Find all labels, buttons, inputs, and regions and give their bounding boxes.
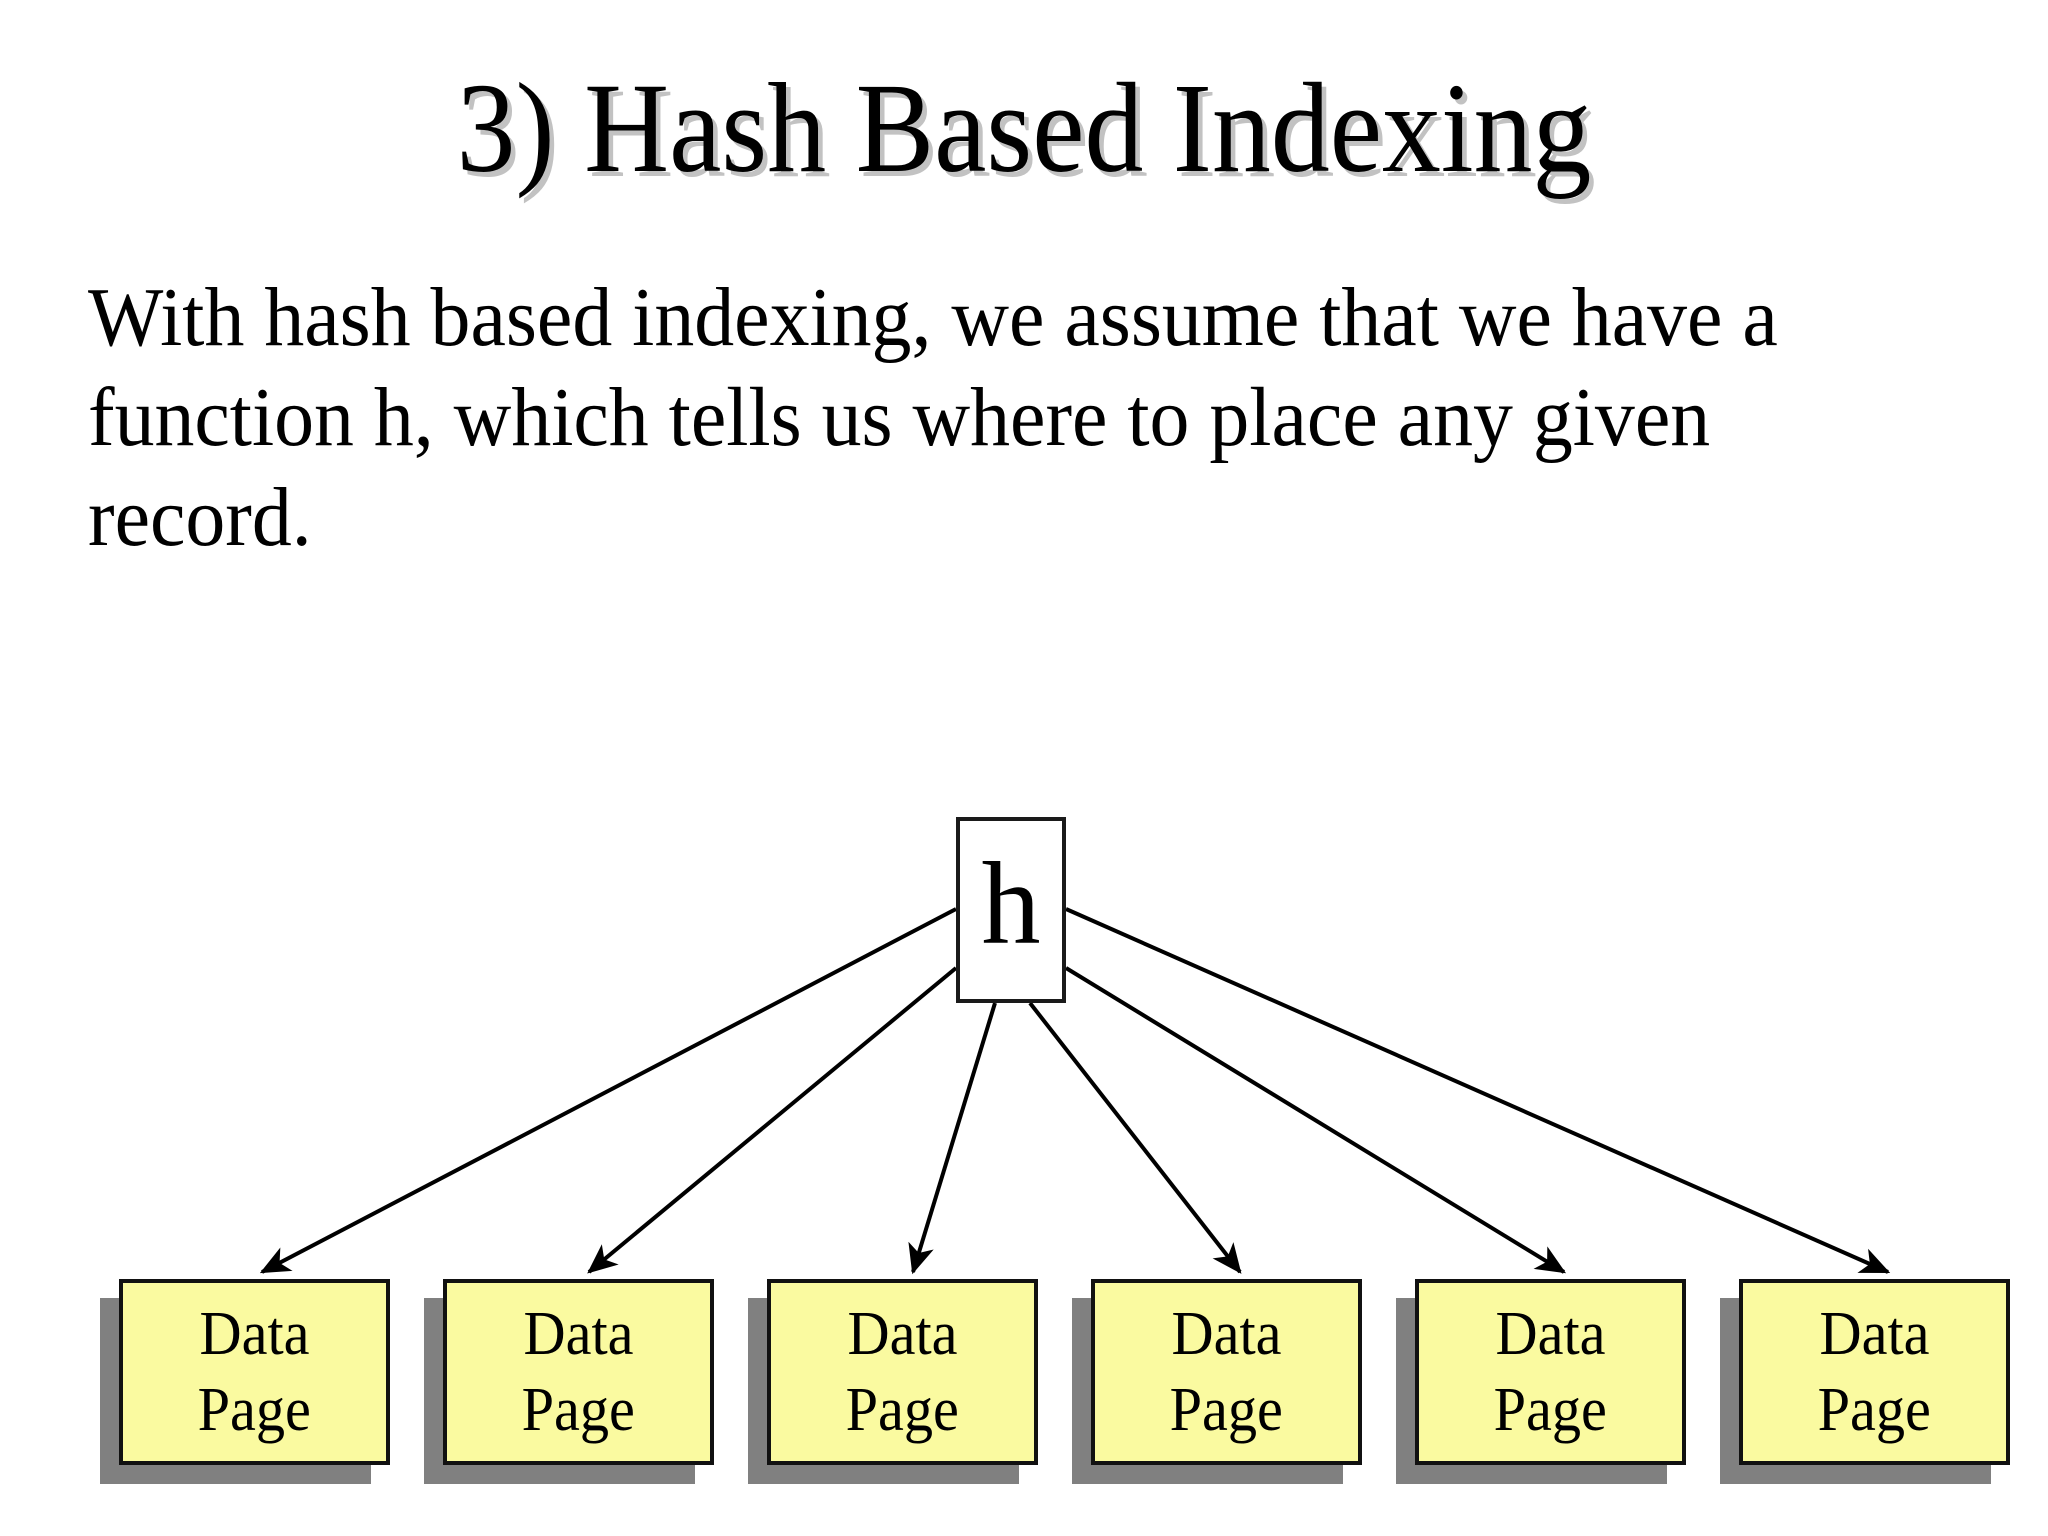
edge-to-page-6: [1065, 907, 1891, 1274]
data-page-face: Data Page: [1415, 1279, 1686, 1465]
data-page-label-line2: Page: [521, 1376, 636, 1444]
data-page-label-line1: Data: [1495, 1300, 1606, 1368]
data-page-face: Data Page: [1091, 1279, 1362, 1465]
data-page-label-line2: Page: [1169, 1376, 1284, 1444]
data-page-box-6[interactable]: Data Page: [1720, 1279, 2010, 1484]
data-page-box-3[interactable]: Data Page: [748, 1279, 1038, 1484]
data-page-label-line2: Page: [197, 1376, 312, 1444]
data-page-box-4[interactable]: Data Page: [1072, 1279, 1362, 1484]
edge-to-page-3: [908, 1002, 997, 1275]
data-page-face: Data Page: [443, 1279, 714, 1465]
data-page-label-line1: Data: [847, 1300, 958, 1368]
hash-function-node[interactable]: h: [956, 817, 1066, 1003]
data-page-label-line2: Page: [845, 1376, 960, 1444]
data-page-face: Data Page: [1739, 1279, 2010, 1465]
body-paragraph: With hash based indexing, we assume that…: [88, 268, 1893, 568]
data-page-box-2[interactable]: Data Page: [424, 1279, 714, 1484]
edge-to-page-5: [1064, 966, 1567, 1274]
data-page-face: Data Page: [767, 1279, 1038, 1465]
data-page-label-line2: Page: [1817, 1376, 1932, 1444]
data-page-box-1[interactable]: Data Page: [100, 1279, 390, 1484]
edge-to-page-4: [1028, 1001, 1242, 1274]
edge-to-page-2: [587, 966, 958, 1274]
data-page-label-line2: Page: [1493, 1376, 1608, 1444]
body-line-1: With hash based indexing, we assume that…: [88, 271, 1778, 364]
data-page-label-line1: Data: [1171, 1300, 1282, 1368]
hash-function-label: h: [981, 838, 1041, 969]
edge-to-page-1: [259, 907, 957, 1274]
data-page-face: Data Page: [119, 1279, 390, 1465]
data-page-label-line1: Data: [1819, 1300, 1930, 1368]
data-page-label-line1: Data: [523, 1300, 634, 1368]
body-line-2: function h, which tells us where to plac…: [88, 371, 1711, 464]
body-line-3: record.: [88, 471, 312, 564]
data-page-box-5[interactable]: Data Page: [1396, 1279, 1686, 1484]
page-title: 3) Hash Based Indexing: [456, 57, 1592, 199]
data-page-label-line1: Data: [199, 1300, 310, 1368]
